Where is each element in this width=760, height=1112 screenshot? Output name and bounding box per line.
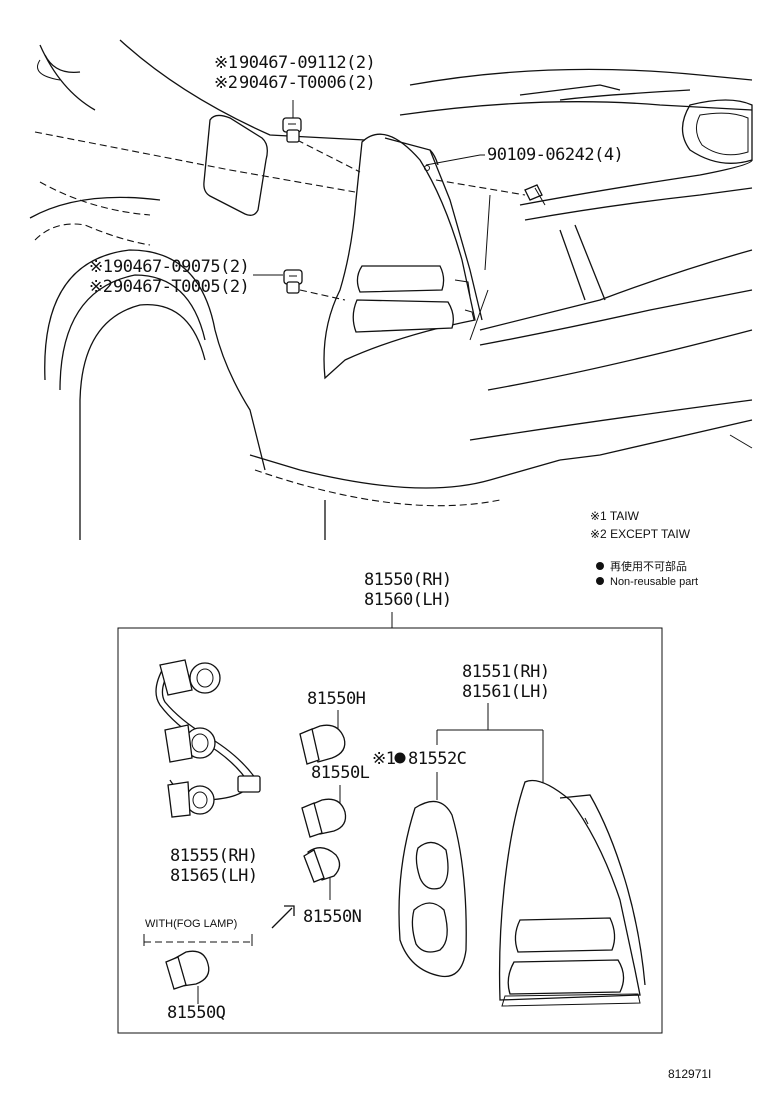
socket-harness-icon	[155, 659, 261, 818]
clip-lower-mark1: ※1	[89, 257, 113, 277]
emblem	[681, 99, 753, 164]
legend-note2: ※2 EXCEPT TAIW	[590, 527, 691, 541]
leader-clip-lower	[299, 289, 346, 301]
legend-note1: ※1 TAIW	[590, 509, 640, 523]
gasket-label: 81552C	[408, 749, 466, 769]
screw-part: 90109-06242(4)	[487, 145, 623, 165]
assembly-rh: 81550(RH)	[364, 570, 452, 590]
back-door	[409, 68, 753, 86]
fog-lamp-label: WITH(FOG LAMP)	[145, 918, 237, 930]
clip-lower-part2: 90467-T0005(2)	[113, 277, 249, 297]
bulb-icon	[301, 798, 347, 838]
clip-lower-part1: 90467-09075(2)	[113, 257, 249, 277]
rear-bumper	[479, 249, 753, 331]
callout-line-screw	[425, 154, 485, 166]
clip-lower-mark2: ※2	[89, 277, 112, 297]
lens-icon	[498, 779, 646, 1007]
legend-dot-en: Non-reusable part	[610, 576, 698, 588]
clip-upper-mark2: ※2	[214, 73, 237, 93]
bulb-icon	[299, 724, 346, 765]
bulb-l-label: 81550L	[311, 763, 370, 783]
assembly-box	[117, 627, 663, 1034]
bulb-icon	[165, 950, 210, 990]
leader-screw-vertical	[469, 194, 491, 341]
legend-dot-jp: 再使用不可部品	[610, 559, 687, 573]
clip-upper-part1: 90467-09112(2)	[239, 53, 375, 73]
bulb-n-label: 81550N	[303, 907, 362, 927]
gasket-mark: ※1	[372, 749, 396, 769]
bulb-q-label: 81550Q	[167, 1003, 226, 1023]
gasket-icon	[398, 800, 467, 978]
bulb-h-label: 81550H	[307, 689, 366, 709]
bulb-icon	[303, 847, 341, 883]
leader-clip-upper	[296, 139, 361, 173]
installed-tail-lamp	[323, 133, 476, 380]
vehicle-rear-body	[29, 39, 753, 540]
clip-upper-part2: 90467-T0006(2)	[239, 73, 375, 93]
fog-bracket-ends	[143, 934, 253, 946]
lens-rh-label: 81551(RH)	[462, 662, 550, 682]
clip-icon	[282, 117, 302, 143]
lens-leader	[436, 703, 544, 785]
diagram-id: 812971I	[668, 1067, 711, 1081]
dot-icon	[394, 752, 406, 764]
wheel-arch	[44, 249, 266, 471]
socket-rh: 81555(RH)	[170, 846, 258, 866]
legend: ※1 TAIW ※2 EXCEPT TAIW 再使用不可部品 Non-reusa…	[590, 509, 698, 588]
socket-lh: 81565(LH)	[170, 866, 258, 886]
lens-lh-label: 81561(LH)	[462, 682, 550, 702]
dot-icon	[596, 577, 604, 585]
clip-icon	[283, 269, 303, 294]
fuel-lid	[203, 114, 268, 216]
screw-icon	[524, 184, 546, 206]
clip-upper-mark1: ※1	[214, 53, 238, 73]
arrow-icon	[271, 905, 295, 929]
dot-icon	[596, 562, 604, 570]
leader-screw	[435, 179, 526, 196]
assembly-lh: 81560(LH)	[364, 590, 452, 610]
